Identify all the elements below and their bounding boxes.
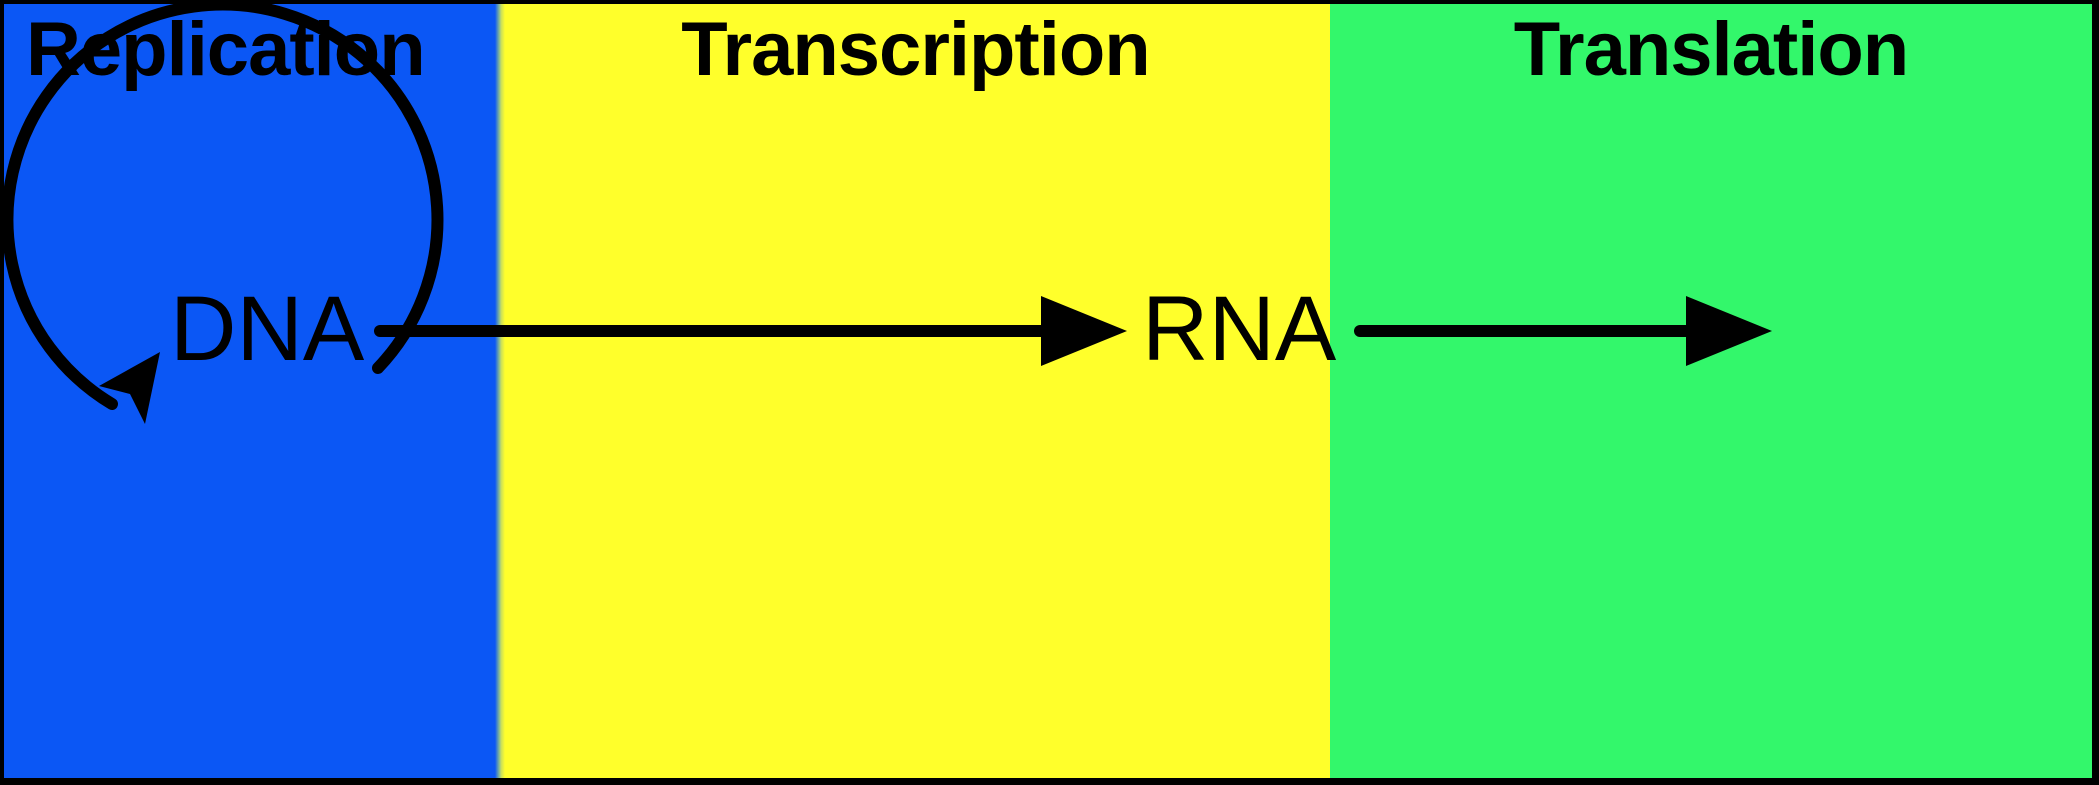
panel-heading-replication: Replication <box>26 7 426 92</box>
panel-heading-translation: Translation <box>1513 7 1909 92</box>
node-label-rna: RNA <box>1142 278 1337 380</box>
node-label-dna: DNA <box>170 278 365 380</box>
panel-translation <box>1330 4 2092 778</box>
panel-heading-transcription: Transcription <box>681 7 1150 92</box>
panel-transcription <box>501 4 1330 778</box>
panel-replication <box>4 4 501 778</box>
